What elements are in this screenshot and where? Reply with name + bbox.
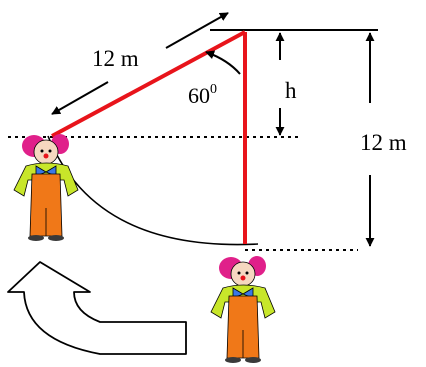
clown-figure-icon — [210, 256, 276, 363]
rope-length-label: 12 m — [92, 46, 139, 71]
rope-length-arrow-lower — [51, 81, 109, 115]
swing-arc — [47, 135, 259, 246]
rope-length-arrow-upper — [165, 12, 229, 49]
angle-arc — [205, 50, 241, 75]
total-height-label: 12 m — [360, 130, 407, 155]
rope-angled — [51, 30, 246, 138]
angle-label: 600 — [188, 82, 217, 108]
clown-figure-icon — [13, 134, 79, 241]
h-label: h — [285, 78, 297, 103]
curved-arrow-icon — [7, 261, 187, 355]
